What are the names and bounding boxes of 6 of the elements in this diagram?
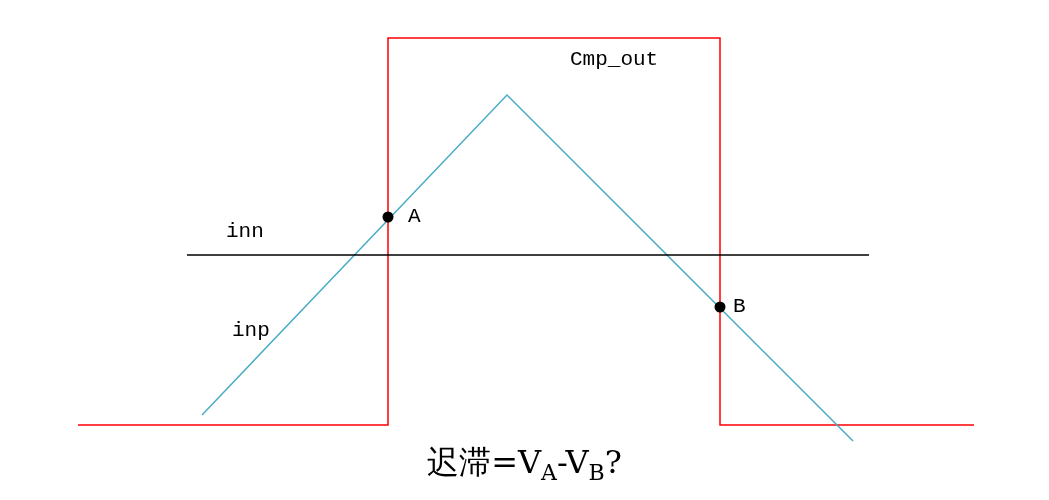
waveform-label: A	[408, 205, 421, 229]
waveform-label: inn	[226, 220, 264, 244]
waveform-label: B	[733, 295, 746, 319]
waveform-label: inp	[232, 319, 270, 343]
waveform-label: Cmp_out	[570, 48, 659, 72]
caption: 迟滞=V$_{A}$-V$_{B}$?	[427, 443, 622, 481]
